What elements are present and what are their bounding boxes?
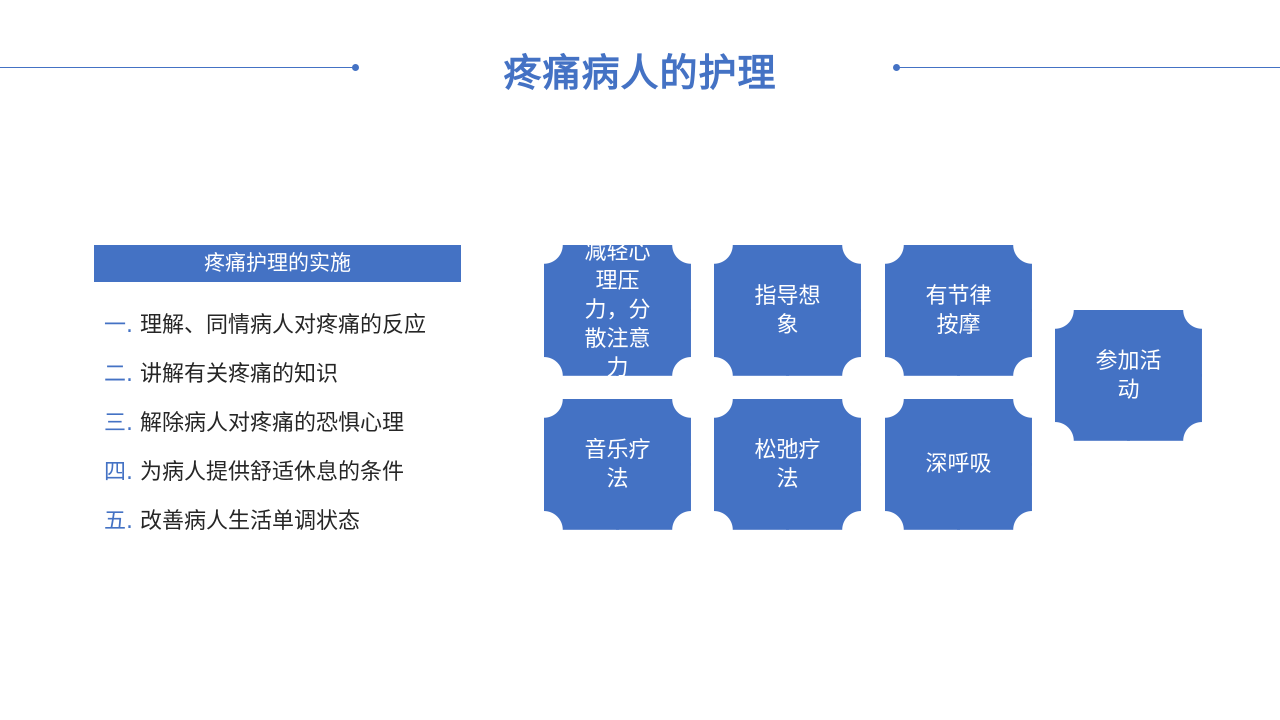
tile-guided-imagery: 指导想象 [714,245,861,376]
title-rule-left [0,67,356,68]
list-item-number: 二. [104,362,133,387]
list-item-text: 改善病人生活单调状态 [140,509,361,534]
section-header: 疼痛护理的实施 [94,245,461,282]
tile-reduce-stress: 减轻心理压力，分散注意力 [544,240,691,381]
list-item: 五. 改善病人生活单调状态 [104,504,504,553]
list-item: 三. 解除病人对疼痛的恐惧心理 [104,406,504,455]
list-item: 四. 为病人提供舒适休息的条件 [104,455,504,504]
list-item-number: 五. [104,509,133,534]
tile-label: 有节律按摩 [925,283,992,338]
title-rule-right [896,67,1280,68]
tile-label: 减轻心理压力，分散注意力 [584,240,651,381]
list-item: 一. 理解、同情病人对疼痛的反应 [104,308,504,357]
tile-activities: 参加活动 [1055,310,1202,441]
tile-label: 松弛疗法 [754,437,821,492]
tile-relaxation-therapy: 松弛疗法 [714,399,861,530]
tile-label: 深呼吸 [925,452,992,477]
tile-label: 指导想象 [754,283,821,338]
list-item: 二. 讲解有关疼痛的知识 [104,357,504,406]
tile-music-therapy: 音乐疗法 [544,399,691,530]
list-item-text: 讲解有关疼痛的知识 [140,362,339,387]
tile-rhythmic-massage: 有节律按摩 [885,245,1032,376]
list-item-number: 四. [104,460,133,485]
tile-label: 参加活动 [1095,348,1162,403]
list-item-text: 为病人提供舒适休息的条件 [140,460,405,485]
list-item-number: 三. [104,411,133,436]
title-rule-left-dot [352,64,359,71]
list-item-number: 一. [104,313,133,338]
nursing-steps-list: 一. 理解、同情病人对疼痛的反应 二. 讲解有关疼痛的知识 三. 解除病人对疼痛… [104,308,504,553]
tile-deep-breathing: 深呼吸 [885,399,1032,530]
list-item-text: 解除病人对疼痛的恐惧心理 [140,411,405,436]
tile-label: 音乐疗法 [584,437,651,492]
page-title: 疼痛病人的护理 [503,51,777,95]
list-item-text: 理解、同情病人对疼痛的反应 [140,313,427,338]
